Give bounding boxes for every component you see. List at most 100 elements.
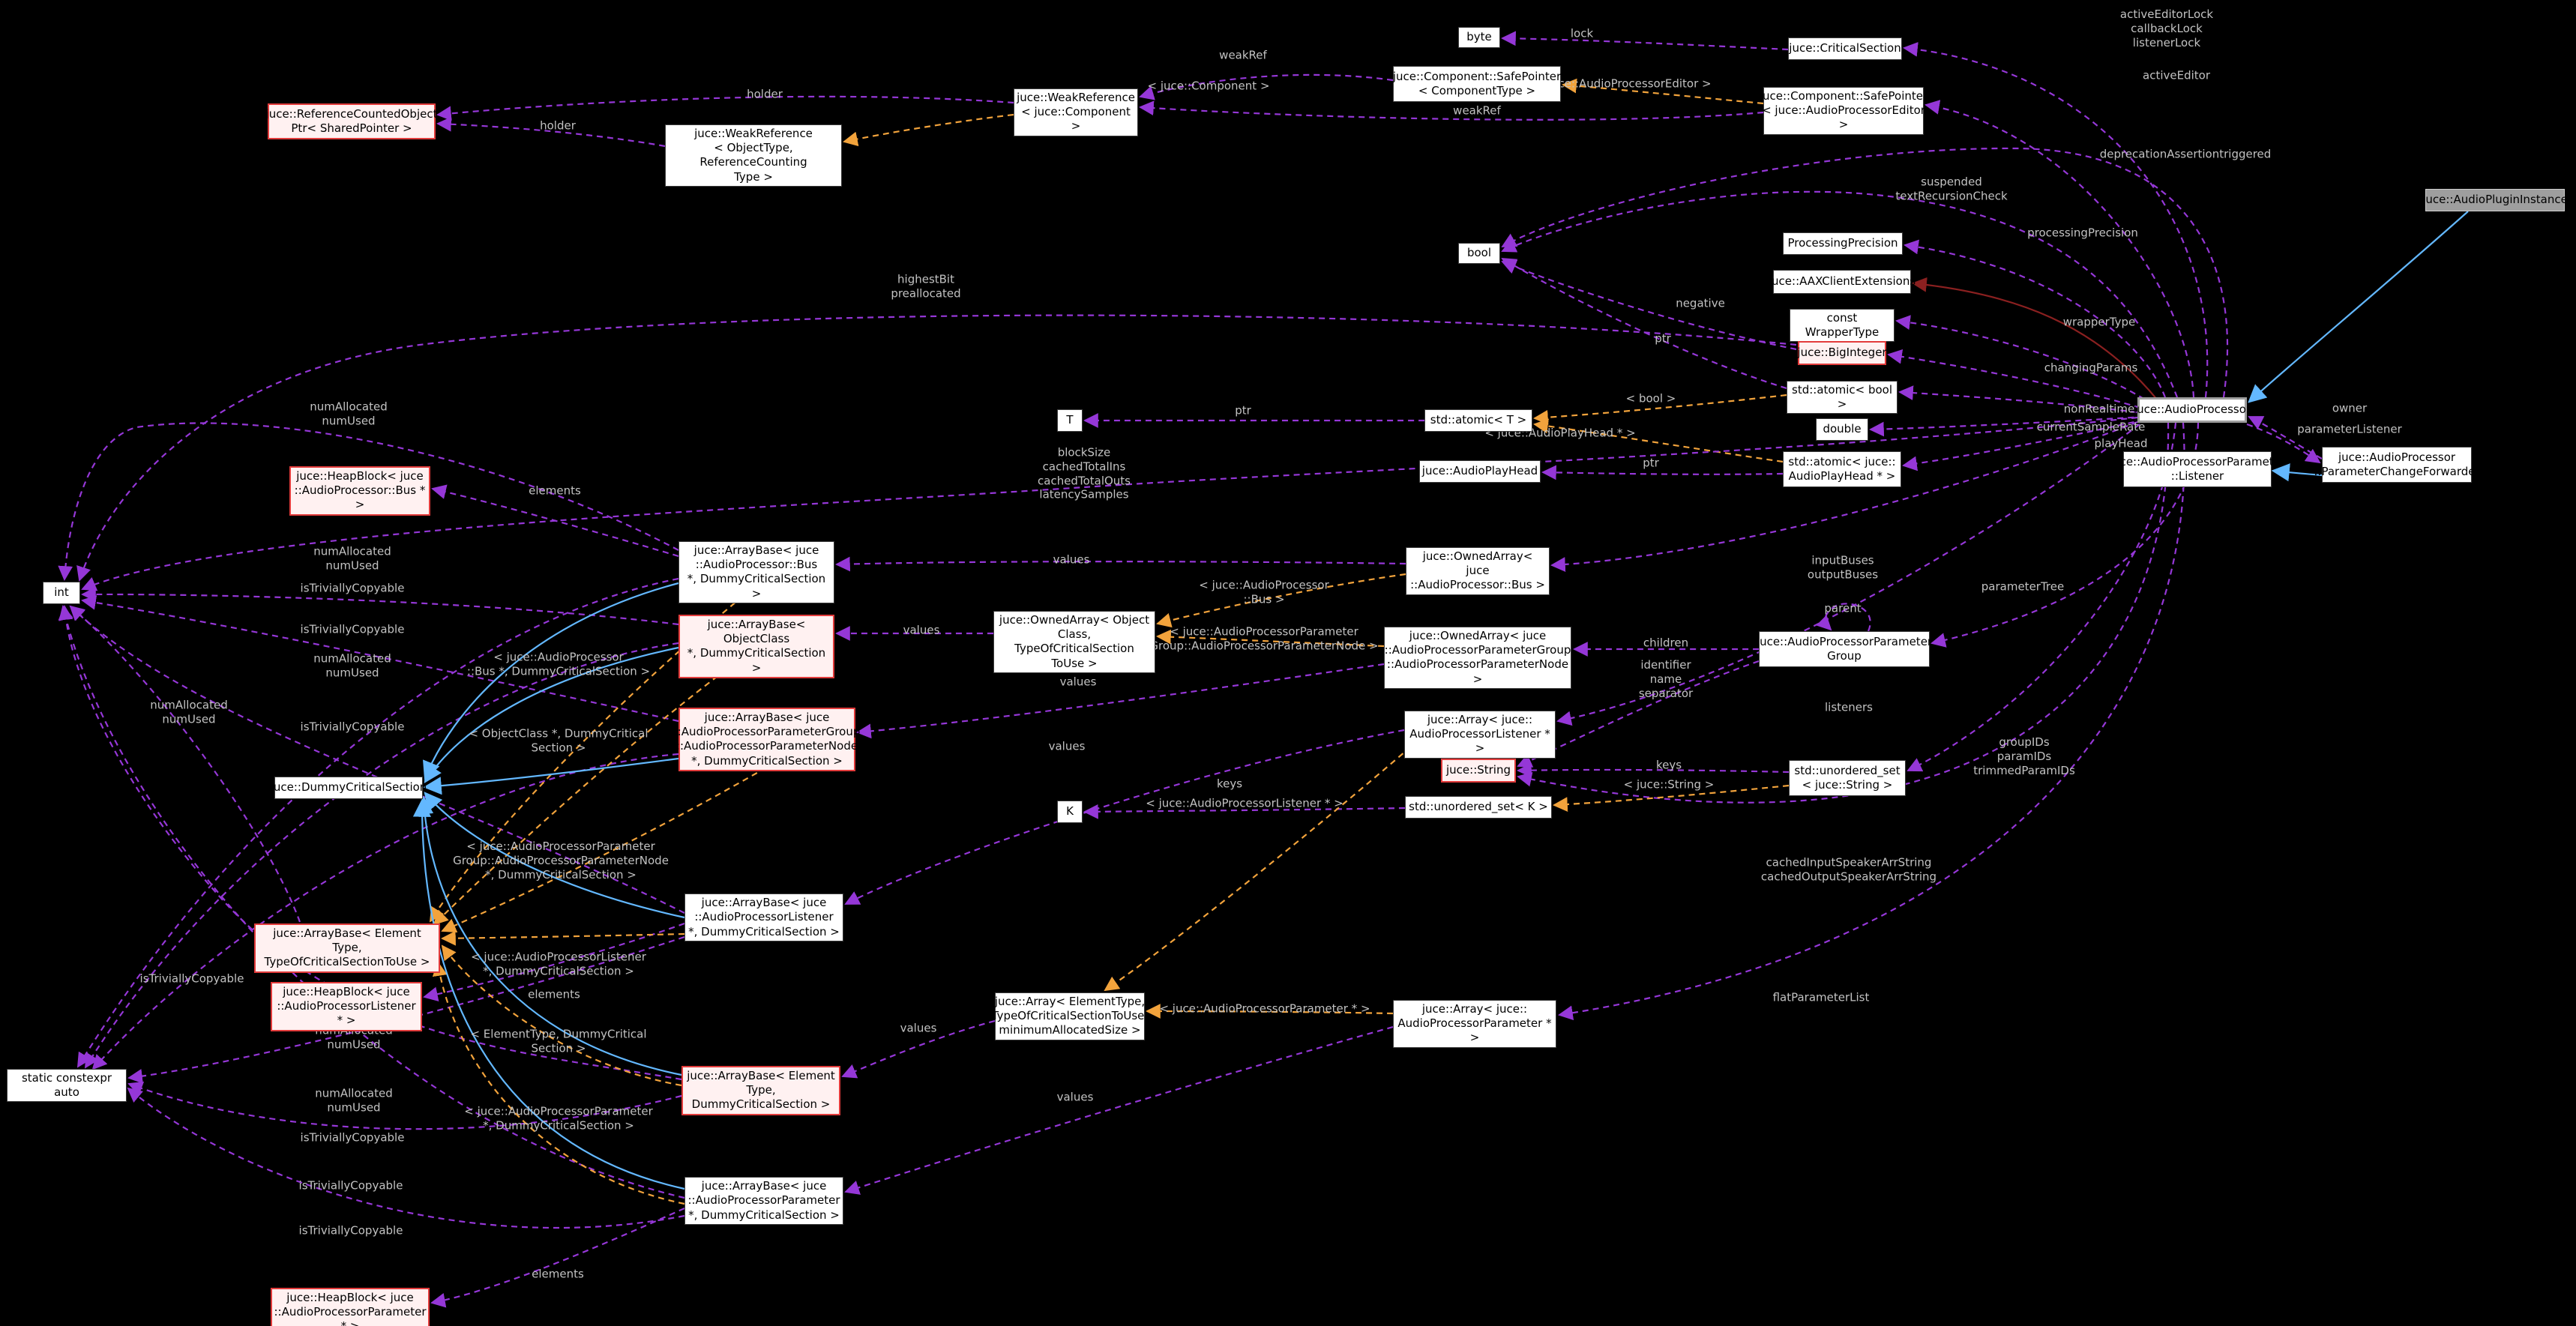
class-node-safepointer-editor[interactable]: juce::Component::SafePointer < juce::Aud… xyxy=(1760,87,1928,135)
class-node-reference-counted-object-ptr[interactable]: juce::ReferenceCountedObject Ptr< Shared… xyxy=(266,103,437,139)
class-node-weak-reference-template[interactable]: juce::WeakReference < ObjectType, Refere… xyxy=(665,124,842,187)
edge-o-46 xyxy=(1146,1004,1394,1019)
edge-o-39 xyxy=(1156,573,1406,628)
class-node-array-parameter-ptr[interactable]: juce::Array< juce:: AudioProcessorParame… xyxy=(1393,1000,1556,1048)
class-node-audio-processor[interactable]: juce::AudioProcessor xyxy=(2134,397,2251,423)
edge-label: < juce::AudioProcessorListener *, DummyC… xyxy=(471,950,646,977)
class-node-arraybase-bus[interactable]: juce::ArrayBase< juce ::AudioProcessor::… xyxy=(678,541,834,603)
class-node-bool[interactable]: bool xyxy=(1458,243,1500,264)
class-node-arraybase-elementtype-dummy[interactable]: juce::ArrayBase< Element Type, DummyCrit… xyxy=(681,1066,840,1115)
class-node-arraybase-parameternode[interactable]: juce::ArrayBase< juce ::AudioProcessorPa… xyxy=(674,708,860,771)
class-node-big-integer[interactable]: juce::BigInteger xyxy=(1797,341,1887,365)
class-node-arraybase-objectclass[interactable]: juce::ArrayBase< ObjectClass *, DummyCri… xyxy=(678,615,834,678)
edge-label: isTriviallyCopyable xyxy=(300,1130,405,1145)
edge-label: numAllocated numUsed xyxy=(150,698,228,726)
edge-p-2 xyxy=(1925,100,2195,398)
class-node-atomic-bool[interactable]: std::atomic< bool > xyxy=(1787,381,1898,415)
class-node-unordered-set-k[interactable]: std::unordered_set< K > xyxy=(1405,796,1552,819)
class-node-audio-processor-parameter-group[interactable]: juce::AudioProcessorParameter Group xyxy=(1757,631,1932,667)
edge-p-54 xyxy=(58,605,685,1199)
edge-p-47 xyxy=(844,1025,1394,1195)
edge-o-21 xyxy=(1533,418,1784,463)
edge-r-12 xyxy=(1912,277,2158,401)
edge-p-43 xyxy=(844,729,1405,905)
edge-label: holder xyxy=(540,118,576,133)
class-node-parameter-change-forwarder[interactable]: juce::AudioProcessor ::ParameterChangeFo… xyxy=(2314,447,2480,483)
class-node-double[interactable]: double xyxy=(1816,418,1868,441)
edge-p-5 xyxy=(436,95,1014,121)
edge-p-16 xyxy=(1898,385,2148,415)
edge-p-14 xyxy=(1895,315,2154,406)
class-node-arraybase-listener[interactable]: juce::ArrayBase< juce ::AudioProcessorLi… xyxy=(684,893,843,941)
edge-label: numAllocated numUsed xyxy=(313,651,391,679)
class-node-const-wrapper-type[interactable]: const WrapperType xyxy=(1790,309,1895,343)
class-node-weak-reference-component[interactable]: juce::WeakReference < juce::Component > xyxy=(1014,88,1138,136)
edge-label: negative xyxy=(1676,296,1725,310)
class-node-unordered-set-string[interactable]: std::unordered_set < juce::String > xyxy=(1789,760,1906,796)
edge-label: flatParameterList xyxy=(1772,990,1870,1004)
class-node-static-constexpr-auto[interactable]: static constexpr auto xyxy=(7,1069,127,1103)
edge-o-20 xyxy=(1533,394,1787,425)
edge-p-7 xyxy=(436,116,666,148)
edge-b-77 xyxy=(2271,463,2323,482)
class-node-ownedarray-parameternode[interactable]: juce::OwnedArray< juce ::AudioProcessorP… xyxy=(1384,627,1571,689)
class-node-audio-play-head[interactable]: juce::AudioPlayHead xyxy=(1419,460,1541,483)
class-node-critical-section[interactable]: juce::CriticalSection xyxy=(1788,37,1902,60)
class-node-processing-precision[interactable]: ProcessingPrecision xyxy=(1783,232,1903,255)
class-node-audio-plugin-instance[interactable]: juce::AudioPluginInstance xyxy=(2422,189,2568,211)
class-node-atomic-audio-play-head[interactable]: std::atomic< juce:: AudioPlayHead * > xyxy=(1783,451,1901,487)
edge-p-1 xyxy=(1903,42,2209,398)
class-node-heapblock-bus[interactable]: juce::HeapBlock< juce ::AudioProcessor::… xyxy=(289,466,430,516)
edge-p-51 xyxy=(81,595,679,723)
edge-label: < bool > xyxy=(1625,391,1676,406)
class-node-dummy-critical-section[interactable]: juce::DummyCriticalSection xyxy=(271,777,427,799)
edge-label: values xyxy=(1056,1090,1094,1104)
class-node-ownedarray-bus[interactable]: juce::OwnedArray< juce ::AudioProcessor:… xyxy=(1406,547,1550,595)
class-node-k[interactable]: K xyxy=(1057,801,1083,823)
edge-label: numAllocated numUsed xyxy=(315,1086,393,1114)
edge-b-71 xyxy=(424,646,679,784)
edge-p-18 xyxy=(1902,418,2145,471)
edge-label: lock xyxy=(1570,26,1594,40)
edge-label: < juce::AudioProcessor ::Bus *, DummyCri… xyxy=(466,650,651,678)
edge-label: deprecationAssertiontriggered xyxy=(2099,147,2272,161)
class-node-heapblock-listener[interactable]: juce::HeapBlock< juce ::AudioProcessorLi… xyxy=(271,982,422,1031)
edge-p-52 xyxy=(69,605,685,914)
edge-label: ptr xyxy=(1643,456,1659,470)
class-node-arraybase-parameter[interactable]: juce::ArrayBase< juce ::AudioProcessorPa… xyxy=(684,1177,843,1225)
class-node-heapblock-parameter[interactable]: juce::HeapBlock< juce ::AudioProcessorPa… xyxy=(271,1288,430,1326)
class-node-atomic-t[interactable]: std::atomic< T > xyxy=(1424,409,1532,432)
class-node-byte[interactable]: byte xyxy=(1458,27,1500,48)
edge-p-50 xyxy=(81,587,679,626)
edge-o-44 xyxy=(1104,746,1412,992)
class-node-audio-processor-parameter-listener[interactable]: juce::AudioProcessorParameter ::Listener xyxy=(2110,451,2285,487)
edge-o-66 xyxy=(441,767,767,932)
edge-p-34 xyxy=(1558,422,2185,1021)
edge-label: children xyxy=(1643,636,1689,650)
edge-label: changingParams xyxy=(2044,361,2138,375)
class-node-array-listener-ptr[interactable]: juce::Array< juce:: AudioProcessorListen… xyxy=(1404,711,1556,759)
edge-b-76 xyxy=(2248,211,2469,403)
class-node-array-template[interactable]: juce::Array< ElementType, TypeOfCritical… xyxy=(992,992,1148,1040)
edge-label: isTriviallyCopyable xyxy=(298,1178,403,1193)
class-node-int[interactable]: int xyxy=(43,582,80,604)
class-node-aax-client-extensions[interactable]: juce::AAXClientExtensions xyxy=(1769,270,1916,294)
class-node-arraybase-element-template[interactable]: juce::ArrayBase< Element Type, TypeOfCri… xyxy=(254,923,440,973)
class-node-ownedarray-template[interactable]: juce::OwnedArray< Object Class, TypeOfCr… xyxy=(993,611,1155,673)
class-node-string[interactable]: juce::String xyxy=(1441,759,1516,783)
edge-p-35 xyxy=(1517,762,1790,778)
edge-label: suspended textRecursionCheck xyxy=(1895,175,2008,202)
edge-label: blockSize cachedTotalIns cachedTotalOuts… xyxy=(1038,445,1131,501)
class-node-safepointer-componenttype[interactable]: juce::Component::SafePointer < Component… xyxy=(1393,66,1561,102)
edge-p-60 xyxy=(127,1081,682,1130)
edge-p-79 xyxy=(2246,423,2321,464)
edge-label: cachedInputSpeakerArrString cachedOutput… xyxy=(1760,855,1937,883)
class-node-t[interactable]: T xyxy=(1057,409,1083,432)
edge-label: < juce::Component > xyxy=(1147,79,1270,93)
edge-p-48 xyxy=(431,484,679,558)
edge-label: activeEditorLock callbackLock listenerLo… xyxy=(2119,7,2214,49)
edge-p-24 xyxy=(76,314,1797,582)
edge-label: < juce::AudioProcessorListener * > xyxy=(1146,796,1343,810)
edge-p-45 xyxy=(841,1019,996,1079)
edge-label: values xyxy=(903,623,940,637)
